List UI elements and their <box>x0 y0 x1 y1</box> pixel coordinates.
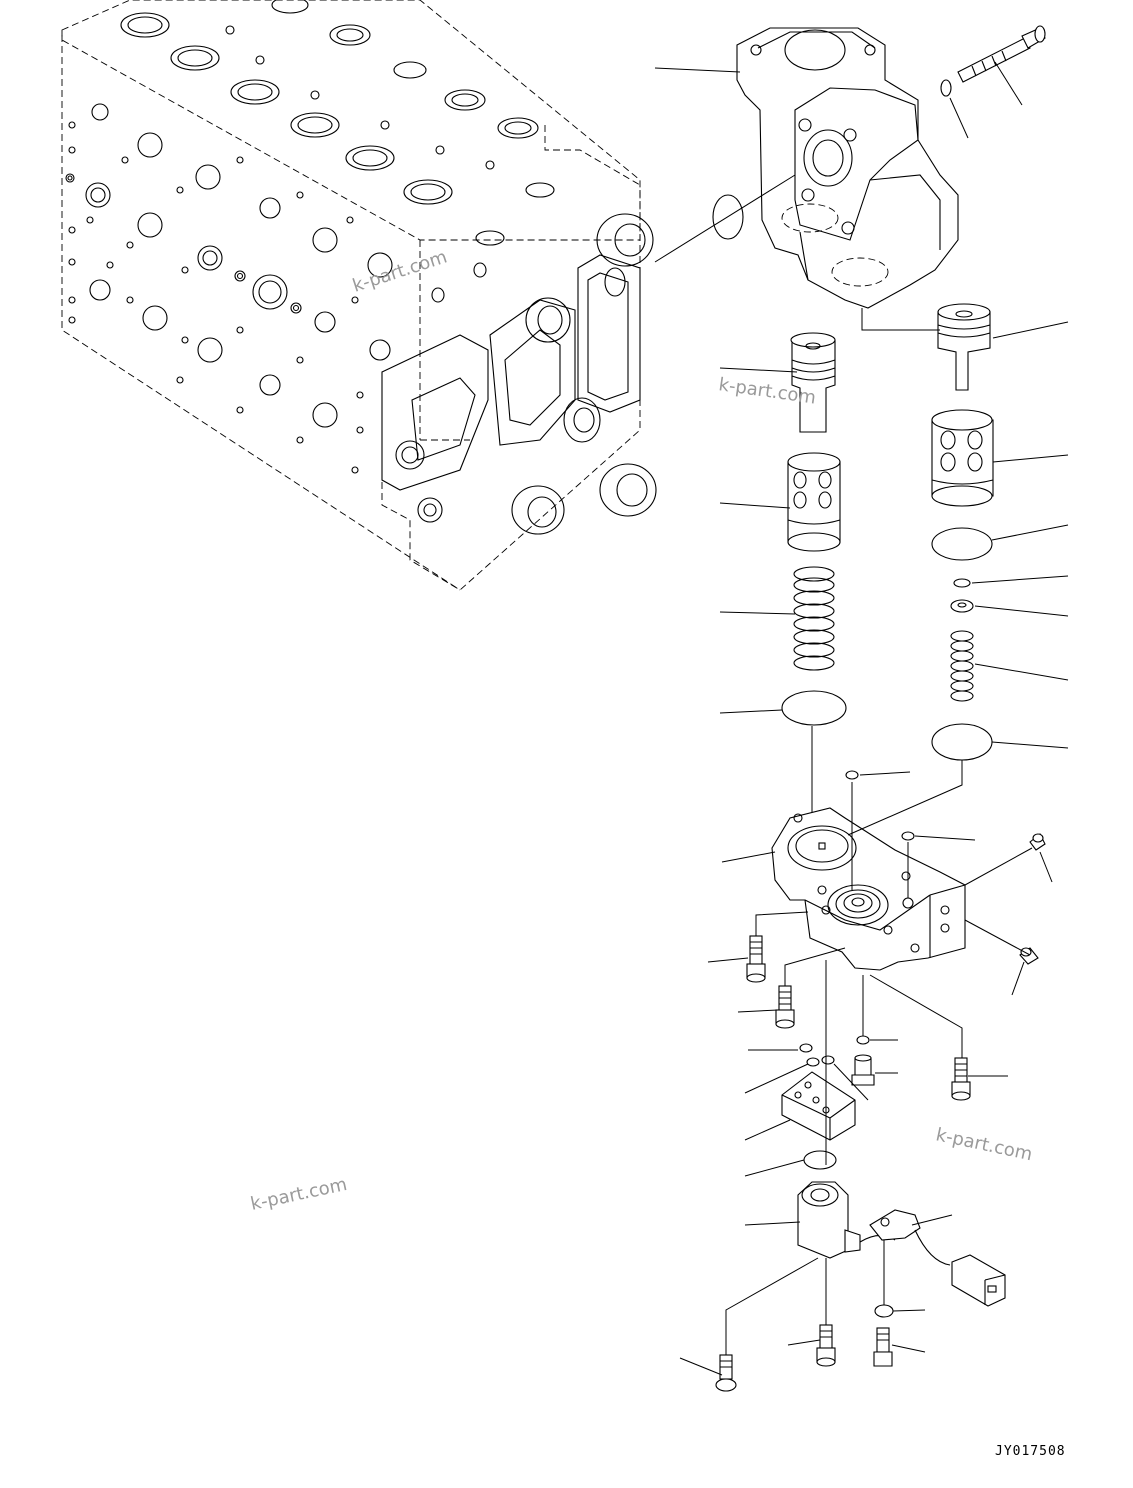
watermark-4: k-part.com <box>249 1174 349 1215</box>
cover-bolt-2 <box>775 985 795 1029</box>
watermark-3: k-part.com <box>934 1124 1034 1165</box>
left-spool <box>790 332 836 433</box>
solenoid-bolt-3 <box>873 1327 893 1367</box>
cover-bolt-1 <box>746 935 766 983</box>
right-o-ring-large <box>931 527 993 561</box>
right-sleeve <box>931 409 994 507</box>
adapter-block <box>781 1071 856 1141</box>
small-o-ring-a <box>845 770 859 780</box>
leader-lines <box>654 61 1069 1376</box>
watermarks: k-part.com k-part.com k-part.com k-part.… <box>249 246 1035 1214</box>
solenoid-bolt-2 <box>816 1324 836 1367</box>
control-valve-block <box>61 0 657 591</box>
valve-section-face <box>381 213 657 535</box>
left-o-ring <box>781 690 847 726</box>
housing-bolt <box>957 25 1046 83</box>
drawing-code: JY017508 <box>995 1444 1066 1459</box>
right-o-ring-small <box>953 578 971 588</box>
valve-housing <box>736 27 959 309</box>
left-sleeve <box>787 452 841 552</box>
washer <box>940 79 952 97</box>
right-spool <box>937 303 991 391</box>
left-spring <box>793 566 835 671</box>
o-ring-e <box>806 1057 820 1067</box>
o-ring-c <box>856 1035 870 1045</box>
solenoid-washer <box>874 1304 894 1318</box>
small-o-ring-b <box>901 831 915 841</box>
right-spring-seat <box>950 599 974 613</box>
solenoid-bolt-1 <box>715 1354 737 1392</box>
plug-hex <box>851 1054 875 1086</box>
right-spring <box>950 630 974 702</box>
o-ring-d <box>799 1043 813 1053</box>
plug-lower <box>1019 947 1039 965</box>
block-side-holes <box>65 103 393 474</box>
solenoid-o-ring <box>803 1150 837 1170</box>
plug-upper <box>1029 833 1046 851</box>
right-o-ring-cap <box>931 723 993 761</box>
o-ring-f <box>821 1055 835 1065</box>
assembly-lines <box>654 174 1033 1355</box>
valve-cover <box>771 807 966 971</box>
solenoid-valve <box>797 1181 1006 1307</box>
cover-bolt-3 <box>951 1057 971 1101</box>
